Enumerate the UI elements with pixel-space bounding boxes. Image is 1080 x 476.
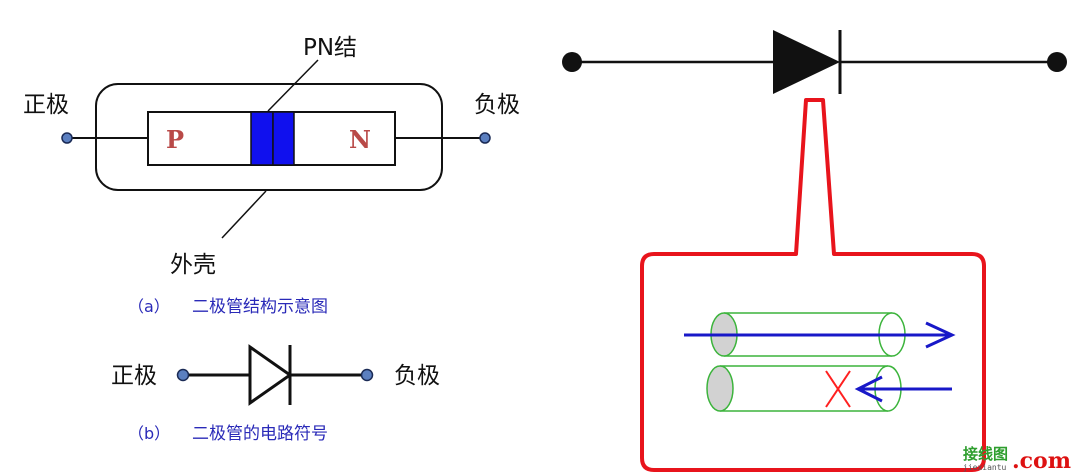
n-region-label: N: [349, 125, 371, 154]
symbol-anode-terminal: [176, 368, 190, 382]
diode-symbol-diagram: 正极 负极 （b） 二极管的电路符号: [111, 344, 440, 444]
cathode-label: 负极: [474, 92, 520, 118]
reverse-pipe-mouth: [706, 365, 734, 412]
watermark-domain: jiexiantu: [963, 463, 1007, 472]
watermark-brand: 接线图: [963, 445, 1008, 463]
casing-leader: [221, 190, 267, 239]
watermark: 接线图 jiexiantu .com: [963, 445, 1071, 474]
callout-balloon: [640, 98, 986, 472]
caption-b-tag: （b）: [128, 424, 170, 443]
left-terminal-dot: [562, 52, 582, 72]
pn-junction-leader: [267, 59, 319, 112]
anode-label: 正极: [23, 92, 69, 118]
blocked-cross-icon: [825, 370, 851, 408]
symbol-cathode-label: 负极: [394, 363, 440, 389]
reverse-pipe: [706, 365, 902, 412]
watermark-suffix: .com: [1012, 448, 1071, 474]
caption-a-text: 二极管结构示意图: [192, 297, 328, 317]
caption-a-tag: （a）: [128, 297, 170, 316]
p-region-label: P: [166, 125, 184, 154]
right-terminal-dot: [1047, 52, 1067, 72]
pn-junction-n-side: [272, 111, 295, 166]
cathode-terminal: [479, 132, 491, 144]
symbol-anode-label: 正极: [111, 363, 157, 389]
pn-junction-label: PN结: [303, 35, 357, 61]
diode-callout-diagram: [562, 30, 1067, 472]
reverse-arrow-icon: [854, 375, 883, 403]
caption-b-text: 二极管的电路符号: [192, 424, 328, 444]
casing-label: 外壳: [170, 252, 216, 278]
symbol-triangle: [248, 344, 293, 406]
diode-triangle-filled: [773, 30, 840, 94]
pn-junction-p-side: [250, 111, 274, 166]
forward-arrow-icon: [925, 321, 956, 349]
symbol-cathode-terminal: [360, 368, 374, 382]
anode-terminal: [61, 132, 73, 144]
diode-structure-diagram: P N PN结 正极 负极 外壳 （a） 二极管结构示意图: [23, 35, 520, 317]
